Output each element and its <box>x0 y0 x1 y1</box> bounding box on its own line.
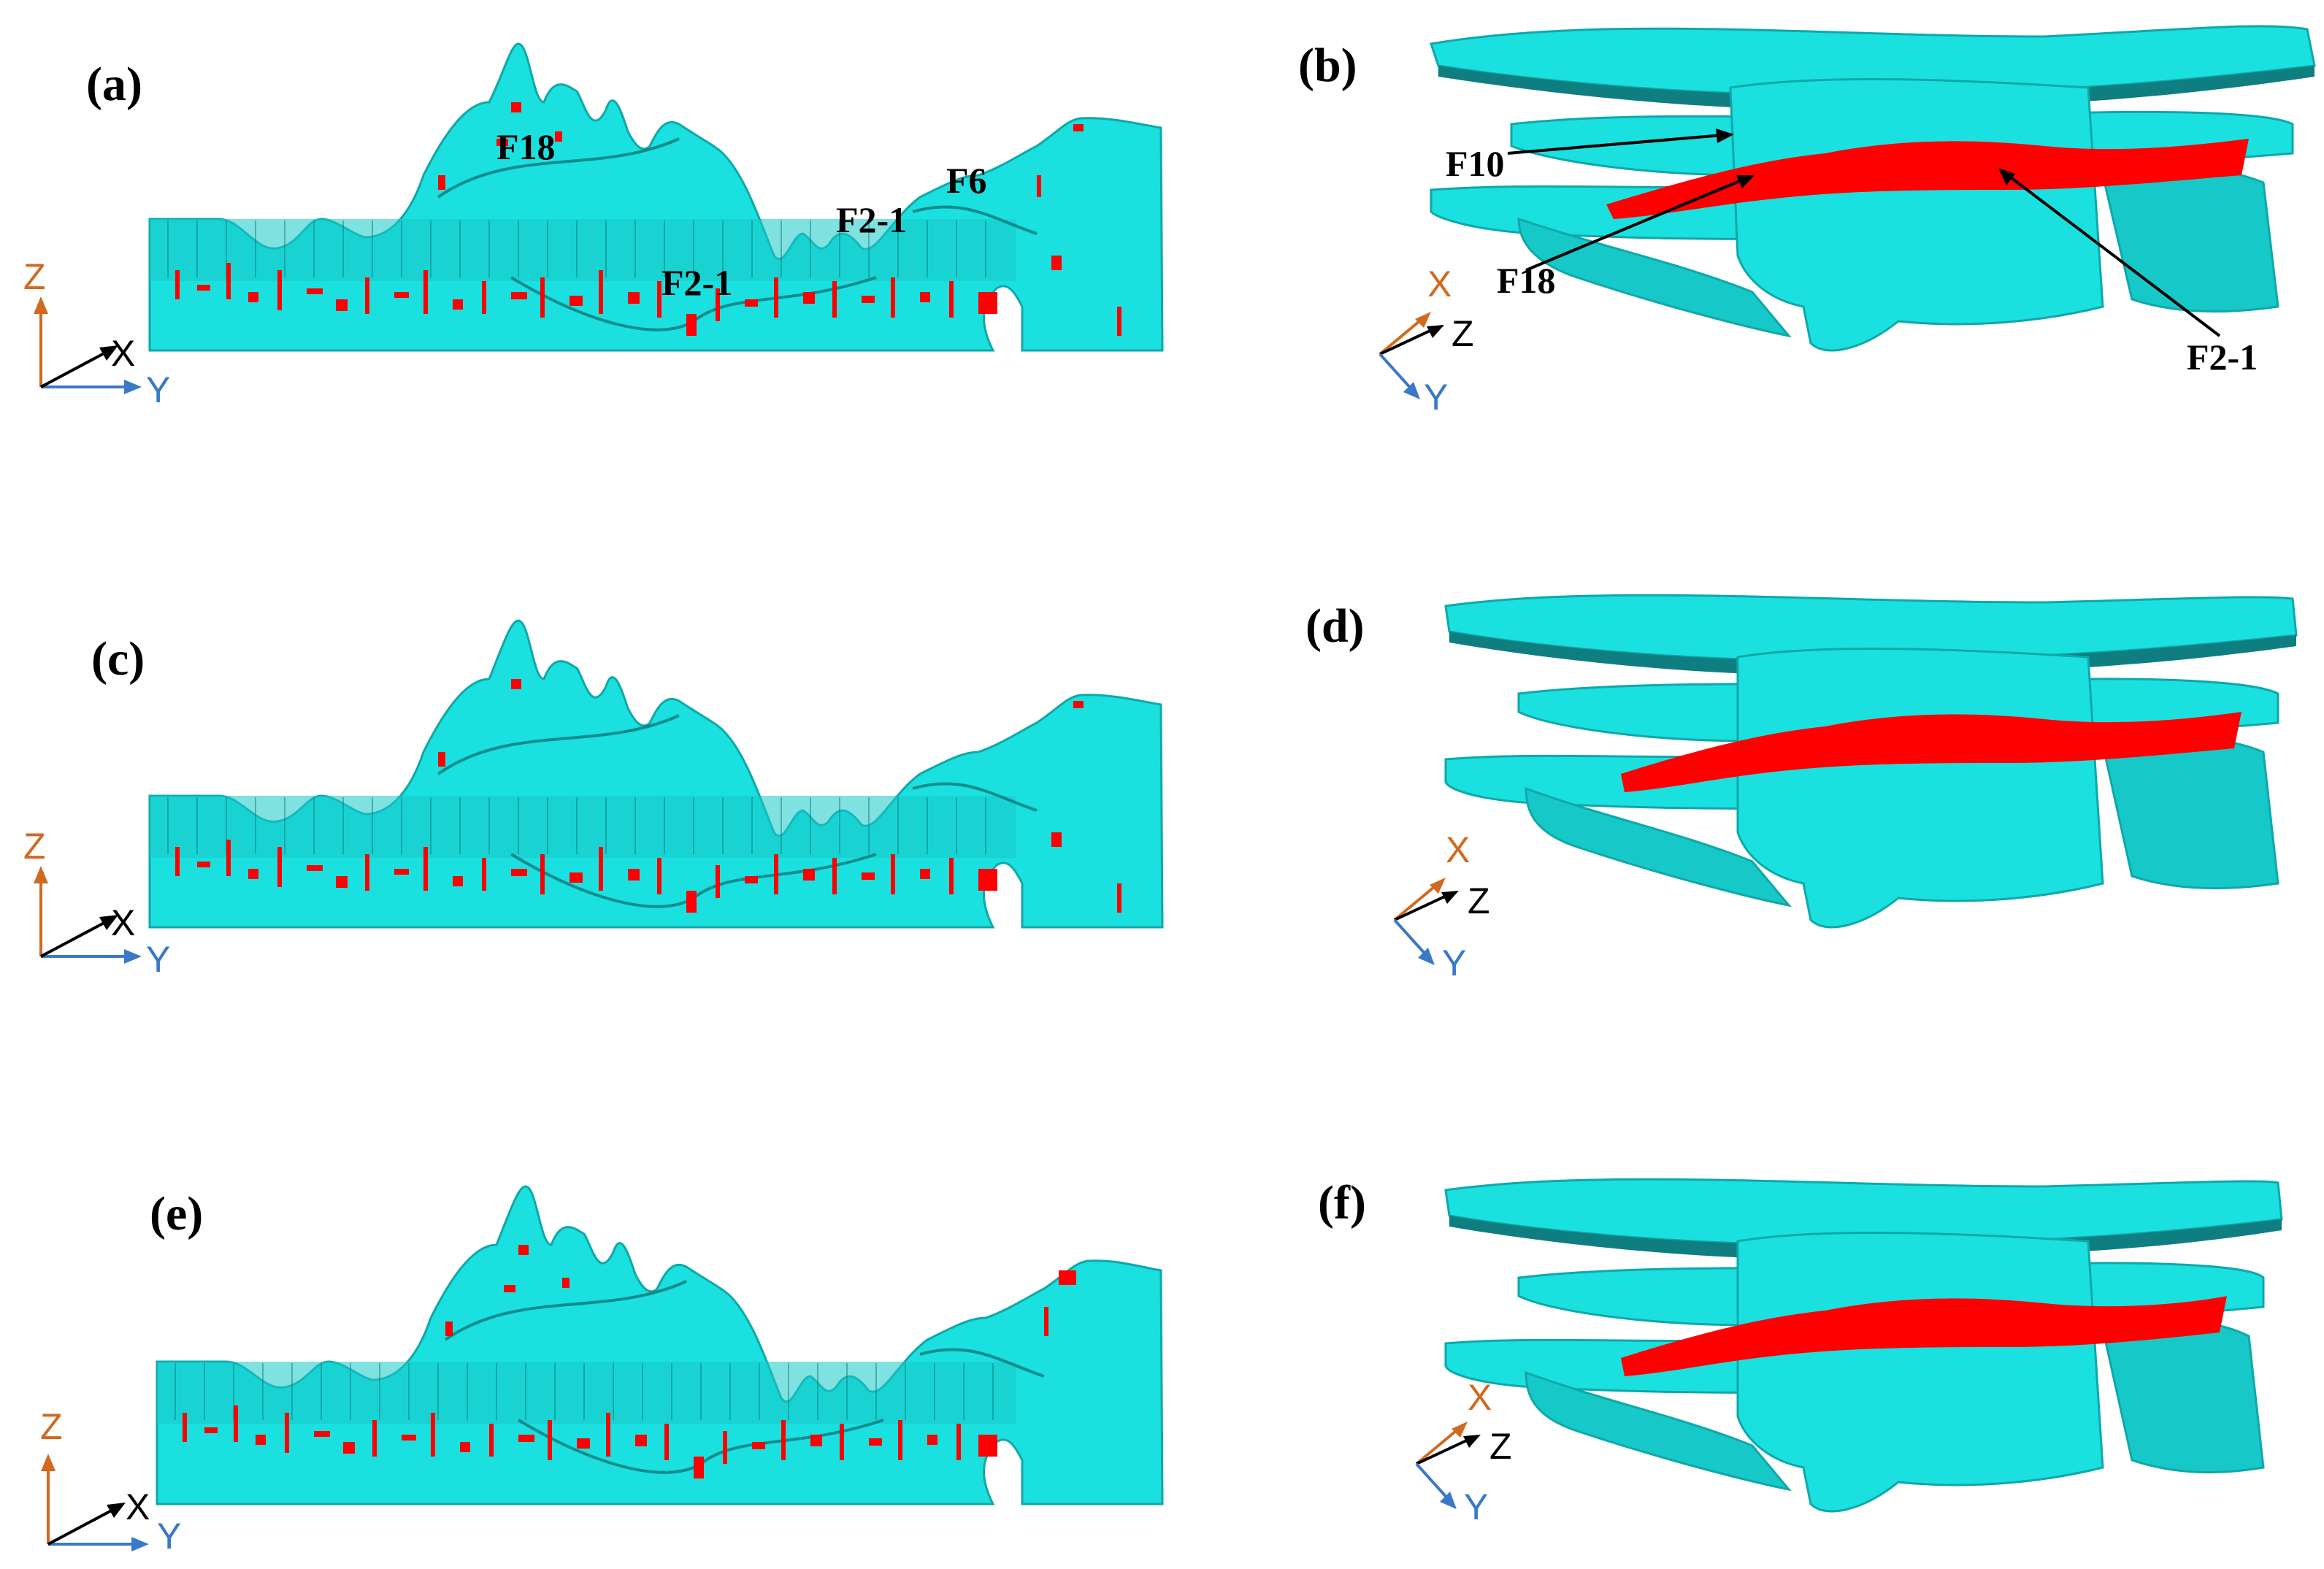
mesh-band <box>157 1362 1016 1424</box>
panel-e: (e) Z X Y <box>0 1066 1168 1569</box>
vertical-fault-sheet <box>1729 77 2104 352</box>
damage-zone <box>1621 1296 2227 1376</box>
axis-z-label: Z <box>40 1406 63 1447</box>
terrain-surface <box>156 1185 1164 1505</box>
oblique-model-f <box>1444 1178 2283 1513</box>
mesh-band <box>150 219 1016 281</box>
panel-c: (c) Z X Y <box>0 569 1168 1066</box>
panel-d: (d) X Z Y <box>1168 569 2324 1066</box>
mesh-lines <box>167 220 986 277</box>
front-model-c <box>148 619 1164 929</box>
fault-label-f18: F18 <box>496 126 556 167</box>
damage-elements <box>175 679 1121 913</box>
axis-x-label: X <box>126 1486 150 1527</box>
axis-y-label: Y <box>1442 943 1467 983</box>
axis-z-label: Z <box>1468 881 1490 921</box>
right-wing-sheet <box>2101 1319 2265 1474</box>
axis-z-label: Z <box>1489 1426 1512 1467</box>
panel-label: (d) <box>1305 599 1365 653</box>
axis-triad-front <box>34 296 142 394</box>
terrain-surface <box>148 42 1164 352</box>
axis-y-label: Y <box>146 369 171 410</box>
right-wing-sheet <box>2101 735 2279 890</box>
axis-triad-front <box>34 866 142 964</box>
panel-f: (f) X Z Y <box>1168 1066 2324 1569</box>
axis-triad-oblique <box>1415 1422 1481 1509</box>
axis-x-label: X <box>1468 1377 1492 1418</box>
fault-label-f2-1-upper: F2-1 <box>836 199 908 240</box>
terrain-surface <box>148 619 1164 929</box>
fault-label-f2-1-lower: F2-1 <box>661 262 733 303</box>
axis-y-label: Y <box>1424 377 1449 418</box>
axis-x-label: X <box>1446 829 1470 870</box>
panel-label: (e) <box>150 1187 204 1240</box>
damage-elements <box>183 1245 1076 1478</box>
axis-y-label: Y <box>1464 1486 1489 1527</box>
damage-zone <box>1621 712 2241 792</box>
oblique-model-b <box>1430 25 2316 352</box>
bottom-skirt <box>1525 1370 1792 1492</box>
right-wing-sheet <box>2101 166 2279 313</box>
damage-zone <box>1606 139 2249 219</box>
panel-b: (b) F10 F18 F2-1 X Z Y <box>1168 0 2324 526</box>
vertical-fault-sheet <box>1736 1231 2104 1513</box>
leader-line-f10 <box>1507 134 1724 155</box>
fault-sheet-top <box>1444 594 2298 662</box>
front-model-a <box>148 42 1164 352</box>
axis-y-label: Y <box>146 939 171 980</box>
mesh-lines <box>167 797 986 854</box>
axis-z-label: Z <box>23 256 46 297</box>
panel-label: (f) <box>1318 1176 1366 1230</box>
panel-label: (b) <box>1298 39 1357 92</box>
front-model-e <box>156 1185 1164 1505</box>
leader-line-f18 <box>1525 177 1746 272</box>
axis-x-label: X <box>111 333 136 374</box>
axis-y-label: Y <box>157 1516 182 1557</box>
panel-a: (a) F18 F2-1 F2-1 F6 Z X Y <box>0 0 1168 526</box>
mesh-lines <box>175 1363 994 1420</box>
damage-elements <box>175 102 1121 336</box>
vertical-fault-sheet <box>1736 647 2104 929</box>
oblique-model-d <box>1444 594 2298 929</box>
mesh-band <box>150 796 1016 858</box>
panel-label: (a) <box>86 58 142 111</box>
axis-z-label: Z <box>1451 313 1474 354</box>
fault-label-f2-1: F2-1 <box>2187 337 2258 377</box>
leader-line-f2-1 <box>2006 174 2221 337</box>
axis-z-label: Z <box>23 826 46 867</box>
axis-triad-oblique <box>1393 878 1459 965</box>
axis-x-label: X <box>1427 264 1452 304</box>
fault-label-f6: F6 <box>946 160 987 201</box>
fault-label-f18: F18 <box>1497 260 1556 301</box>
fault-label-f10: F10 <box>1446 143 1505 184</box>
axis-triad-front <box>41 1454 149 1551</box>
axis-triad-oblique <box>1378 312 1444 399</box>
bottom-skirt <box>1525 786 1792 908</box>
axis-x-label: X <box>111 902 136 943</box>
panel-label: (c) <box>91 632 145 686</box>
